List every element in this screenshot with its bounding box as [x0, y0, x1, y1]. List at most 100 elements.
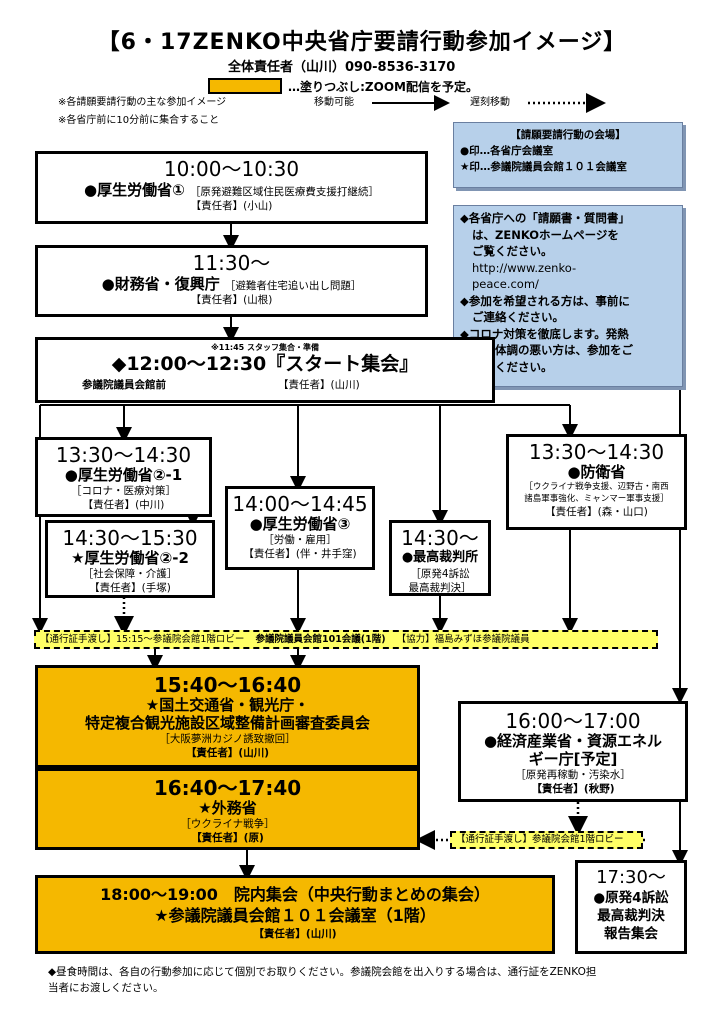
event-dept: ギー庁[予定]	[528, 750, 618, 768]
info-line: ご連絡ください。	[472, 310, 564, 324]
event-responsible: 【責任者】(森・山口)	[545, 506, 648, 518]
legend-zoom-swatch	[208, 78, 282, 94]
zenko-url-link-cont[interactable]: peace.com/	[472, 277, 539, 291]
venue-title: 【請願要請行動の会場】	[510, 129, 626, 141]
event-dept-row: ●厚生労働省① ［原発避難区域住民医療費支援打継続］	[38, 180, 425, 199]
event-start-rally: ※11:45 スタッフ集合・準備 ◆12:00〜12:30『スタート集会』 参議…	[35, 337, 495, 403]
event-time: 18:00〜19:00 院内集会（中央行動まとめの集会）	[100, 885, 490, 904]
event-topic: ［ウクライナ戦争支援、辺野古・南西	[524, 482, 669, 492]
event-report-rally: 17:30〜 ●原発4訴訟 最高裁判決 報告集会	[575, 860, 687, 954]
footer-note: ◆昼食時間は、各自の行動参加に応じて個別でお取りください。参議院会館を出入りする…	[48, 964, 698, 996]
event-supreme-court: 14:30〜 ●最高裁判所 ［原発4訴訟 最高裁判決］	[389, 520, 491, 596]
info-line: など体調の悪い方は、参加をご	[472, 343, 633, 357]
event-time: 15:40〜16:40	[153, 673, 302, 697]
event-dept: ★国土交通省・観光庁・	[145, 696, 310, 714]
venue-info-box: 【請願要請行動の会場】 ●印…各省庁会議室 ★印…参議院議員会館１０１会議室	[453, 122, 683, 188]
event-topic: ［コロナ・医療対策］	[71, 485, 176, 497]
event-topic: 諸島軍事強化、ミャンマー軍事支援］	[524, 494, 669, 504]
event-time: 14:30〜	[401, 526, 479, 550]
event-dept: 特定複合観光施設区域整備計画審査委員会	[84, 714, 370, 732]
info-line: ◆参加を希望される方は、事前に	[460, 293, 630, 308]
info-line: ご覧ください。	[472, 244, 553, 258]
event-responsible: 【責任者】(手塚)	[89, 582, 171, 594]
event-topic: ［避難者住宅追い出し問題］	[224, 280, 362, 292]
event-dept: ●厚生労働省②-1	[64, 466, 183, 484]
event-time: 14:00〜14:45	[232, 492, 368, 516]
event-dept: ●防衛省	[567, 463, 626, 481]
event-dept: ●原発4訴訟	[593, 890, 669, 906]
event-topic: ［原発4訴訟	[410, 568, 470, 580]
event-time: 16:00〜17:00	[505, 709, 641, 733]
event-responsible: 【責任者】(伴・井手窪)	[243, 548, 357, 560]
event-time: 11:30〜	[192, 251, 271, 275]
event-pre-note: ※11:45 スタッフ集合・準備	[210, 343, 320, 352]
event-topic: ［大阪夢洲カジノ誘致撤回］	[159, 733, 296, 745]
event-place: 参議院議員会館前	[82, 379, 166, 391]
event-dept: ●最高裁判所	[401, 550, 479, 565]
pass-bar-venue: 参議院議員会館101会議(1階)	[255, 634, 386, 645]
event-dept: ●経済産業省・資源エネル	[483, 732, 663, 750]
info-line: は、ZENKOホームページを	[472, 227, 619, 242]
event-dept: 最高裁判決	[597, 908, 665, 924]
zenko-url-link[interactable]: http://www.zenko-	[472, 260, 577, 275]
event-meti: 16:00〜17:00 ●経済産業省・資源エネル ギー庁[予定] ［原発再稼動・…	[458, 701, 688, 802]
page-title: 【6・17ZENKO中央省庁要請行動参加イメージ】	[97, 30, 627, 55]
pass-handover-bar-2: 【通行証手渡し】参議院会館1階ロビー	[450, 831, 643, 849]
event-responsible: 【責任者】(山根)	[190, 294, 273, 306]
event-dept-row: ●財務省・復興庁 ［避難者住宅追い出し問題］	[38, 274, 425, 293]
event-mlit: 15:40〜16:40 ★国土交通省・観光庁・ 特定複合観光施設区域整備計画審査…	[35, 665, 420, 768]
event-responsible: 【責任者】(山川)	[185, 747, 270, 759]
overall-responsible: 全体責任者（山川）090-8536-3170	[228, 60, 456, 75]
event-final-rally: 18:00〜19:00 院内集会（中央行動まとめの集会） ★参議院議員会館１０１…	[35, 875, 555, 954]
pass-bar-text: 【通行証手渡し】15:15〜参議院会館1階ロビー	[40, 634, 245, 645]
event-dept: ●厚生労働省①	[84, 181, 185, 199]
event-topic: ［原発再稼動・汚染水］	[515, 769, 631, 781]
event-mofa: 16:40〜17:40 ★外務省 ［ウクライナ戦争］ 【責任者】(原)	[35, 768, 420, 850]
venue-line-2: ★印…参議院議員会館１０１会議室	[460, 161, 627, 173]
legend-zoom-text: …塗りつぶし:ZOOM配信を予定。	[288, 80, 478, 94]
event-topic: ［原発避難区域住民医療費支援打継続］	[189, 186, 379, 198]
event-responsible: 【責任者】(原)	[191, 832, 264, 844]
event-time: 13:30〜14:30	[55, 443, 192, 467]
event-time: ◆12:00〜12:30『スタート集会』	[111, 353, 419, 375]
event-dept: ●厚生労働省③	[249, 515, 351, 533]
pass-bar-cooperation: 【協力】福島みずほ参議院議員	[396, 634, 530, 645]
event-responsible: 【責任者】(秋野)	[531, 783, 615, 795]
event-dept: ★外務省	[198, 799, 257, 817]
pass-handover-bar-1: 【通行証手渡し】15:15〜参議院会館1階ロビー 参議院議員会館101会議(1階…	[34, 630, 658, 649]
event-time: 13:30〜14:30	[528, 440, 665, 464]
event-mhlw-2-1: 13:30〜14:30 ●厚生労働省②-1 ［コロナ・医療対策］ 【責任者】(中…	[35, 437, 212, 517]
event-time: 10:00〜10:30	[163, 157, 300, 181]
event-topic: ［ウクライナ戦争］	[180, 818, 275, 830]
legend-late-label: 遅刻移動	[470, 97, 510, 108]
footer-line: ◆昼食時間は、各自の行動参加に応じて個別でお取りください。参議院会館を出入りする…	[48, 966, 597, 978]
footer-line: 当者にお渡しください。	[48, 982, 164, 994]
event-mhlw-2-2: 14:30〜15:30 ★厚生労働省②-2 ［社会保障・介護］ 【責任者】(手塚…	[45, 520, 215, 598]
event-mod: 13:30〜14:30 ●防衛省 ［ウクライナ戦争支援、辺野古・南西 諸島軍事強…	[506, 434, 687, 530]
event-time: 14:30〜15:30	[62, 526, 198, 550]
event-dept: ★厚生労働省②-2	[71, 549, 189, 567]
event-topic: 最高裁判決］	[408, 582, 472, 594]
event-dept: 報告集会	[604, 926, 658, 942]
event-topic: ［労働・雇用］	[263, 534, 337, 546]
info-line: ◆コロナ対策を徹底します。発熱	[460, 326, 629, 341]
event-responsible: 【責任者】(小山)	[190, 200, 273, 212]
venue-line-1: ●印…各省庁会議室	[460, 145, 554, 157]
event-time: 17:30〜	[596, 867, 666, 888]
event-place: ★参議院議員会館１０１会議室（1階）	[154, 906, 436, 925]
event-mhlw-1: 10:00〜10:30 ●厚生労働省① ［原発避難区域住民医療費支援打継続］ 【…	[35, 151, 428, 224]
event-responsible: 【責任者】(山川)	[253, 928, 337, 940]
event-dept: ●財務省・復興庁	[101, 275, 220, 293]
event-time: 16:40〜17:40	[153, 776, 302, 800]
event-responsible: 【責任者】(山川)	[278, 379, 360, 391]
pass-bar-text: 【通行証手渡し】参議院会館1階ロビー	[456, 834, 624, 845]
note-participation: ※各請願要請行動の主な参加イメージ	[58, 97, 227, 108]
event-mhlw-3: 14:00〜14:45 ●厚生労働省③ ［労働・雇用］ 【責任者】(伴・井手窪)	[225, 486, 375, 570]
note-assembly: ※各省庁前に10分前に集合すること	[58, 115, 220, 126]
event-topic: ［社会保障・介護］	[82, 568, 178, 580]
event-responsible: 【責任者】(中川)	[82, 499, 165, 511]
info-line: ◆各省庁への「請願書・質問書」	[460, 211, 630, 225]
event-mof: 11:30〜 ●財務省・復興庁 ［避難者住宅追い出し問題］ 【責任者】(山根)	[35, 245, 428, 317]
legend-move-label: 移動可能	[314, 97, 354, 108]
